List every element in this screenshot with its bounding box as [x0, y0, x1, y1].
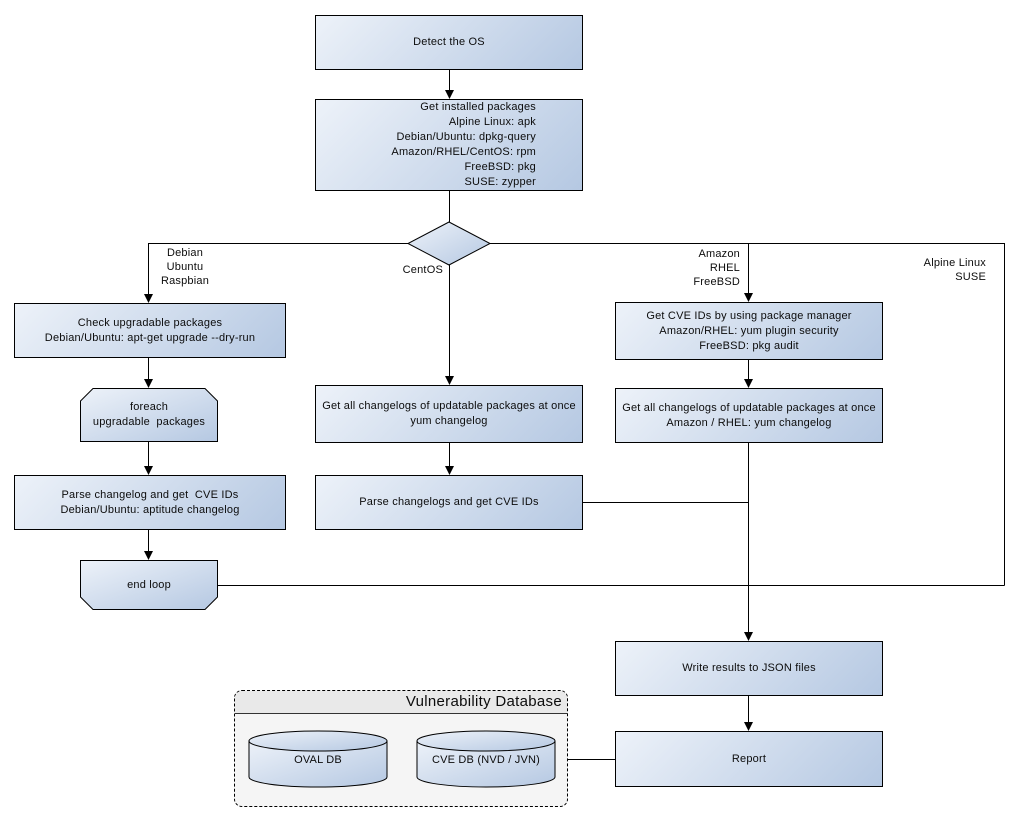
arrowhead: [445, 90, 454, 99]
node-parse-changelogs-centos: Parse changelogs and get CVE IDs: [315, 475, 583, 530]
branch-label-centos: CentOS: [402, 264, 443, 276]
edge-decision-to-check-upgradable: [148, 243, 408, 294]
arrowhead: [445, 466, 454, 475]
arrowhead: [144, 294, 153, 303]
arrowhead: [144, 466, 153, 475]
node-get-cve-pkg-manager: Get CVE IDs by using package manager Ama…: [615, 302, 883, 360]
node-check-upgradable: Check upgradable packages Debian/Ubuntu:…: [14, 303, 286, 358]
node-get-installed-packages: Get installed packages Alpine Linux: apk…: [315, 99, 583, 191]
branch-label-alpine-suse: Alpine Linux SUSE: [923, 257, 986, 283]
node-detect-os-label: Detect the OS: [413, 36, 485, 48]
node-parse-changelog-deb: Parse changelog and get CVE IDs Debian/U…: [14, 475, 286, 530]
cluster-title: Vulnerability Database: [405, 693, 562, 710]
arrowhead: [744, 722, 753, 731]
node-report: Report: [615, 731, 883, 787]
cylinder-cve-db: [416, 730, 556, 788]
node-get-changelogs-amazon: Get all changelogs of updatable packages…: [615, 388, 883, 443]
arrowhead: [744, 293, 753, 302]
arrowhead: [445, 376, 454, 385]
node-foreach-loop-shape: [80, 388, 218, 442]
node-get-cve-pkg-manager-label: Get CVE IDs by using package manager Ama…: [646, 309, 852, 352]
arrowhead: [744, 632, 753, 641]
cylinder-oval-db: [248, 730, 388, 788]
node-get-installed-packages-label: Get installed packages Alpine Linux: apk…: [391, 101, 536, 188]
node-check-upgradable-label: Check upgradable packages Debian/Ubuntu:…: [44, 316, 256, 344]
arrowhead: [144, 379, 153, 388]
arrowhead: [744, 379, 753, 388]
edge-decision-alpine-suse: [490, 243, 1005, 586]
arrowhead: [144, 551, 153, 560]
node-write-results-label: Write results to JSON files: [682, 662, 816, 674]
node-end-loop-shape: [80, 560, 218, 610]
branch-label-amazon-rhel-freebsd: Amazon RHEL FreeBSD: [693, 248, 740, 288]
node-detect-os: Detect the OS: [315, 15, 583, 70]
node-parse-changelogs-centos-label: Parse changelogs and get CVE IDs: [359, 496, 539, 508]
branch-label-debian-ubuntu-raspbian: Debian Ubuntu Raspbian: [160, 247, 210, 287]
node-write-results: Write results to JSON files: [615, 641, 883, 696]
os-decision-diamond: [406, 221, 492, 266]
node-report-label: Report: [731, 752, 767, 765]
cluster-title-band: Vulnerability Database: [235, 691, 567, 714]
node-get-changelogs-centos-label: Get all changelogs of updatable packages…: [322, 400, 576, 427]
node-parse-changelog-deb-label: Parse changelog and get CVE IDs Debian/U…: [60, 488, 240, 516]
node-get-changelogs-amazon-label: Get all changelogs of updatable packages…: [622, 401, 876, 429]
node-get-changelogs-centos: Get all changelogs of updatable packages…: [315, 385, 583, 443]
